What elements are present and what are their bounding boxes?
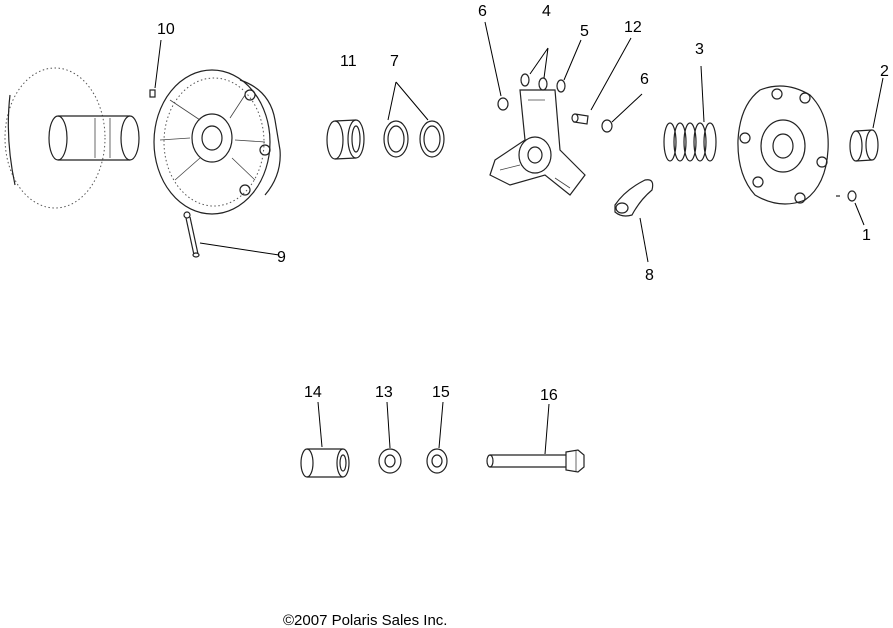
callout-14: 14 (304, 384, 322, 401)
copyright-notice: ©2007 Polaris Sales Inc. (283, 612, 447, 628)
callout-5: 5 (580, 23, 589, 40)
cover-plate (737, 85, 829, 205)
part-8-weight (614, 179, 654, 217)
callout-3: 3 (695, 41, 704, 58)
callout-4: 4 (542, 3, 551, 20)
callout-11: 11 (340, 53, 357, 70)
callout-9: 9 (277, 249, 286, 266)
part-9-pin (183, 211, 200, 258)
part-12-pin (571, 113, 589, 125)
stationary-sheave (4, 67, 140, 209)
callout-6-left: 6 (478, 3, 487, 20)
part-5-nut (556, 79, 566, 93)
callout-8: 8 (645, 267, 654, 284)
callout-2: 2 (880, 63, 889, 80)
leader-lines (154, 21, 884, 455)
callout-10: 10 (157, 21, 175, 38)
part-16-bolt (486, 449, 585, 473)
part-11-bushing (326, 119, 365, 160)
part-14-spacer (300, 448, 350, 478)
part-4-washers (520, 73, 548, 91)
part-1-screw (836, 190, 857, 202)
part-6-roller-left (497, 97, 509, 111)
spider-hub (489, 89, 586, 196)
callout-7: 7 (390, 53, 399, 70)
part-7-rings (383, 120, 445, 158)
part-6-roller-right (601, 119, 613, 133)
part-3-spring (663, 122, 717, 162)
callout-6-right: 6 (640, 71, 649, 88)
callout-13: 13 (375, 384, 393, 401)
part-2-bushing (849, 129, 879, 162)
part-13-washer (378, 448, 402, 474)
callout-12: 12 (624, 19, 642, 36)
callout-1: 1 (862, 227, 871, 244)
callout-16: 16 (540, 387, 558, 404)
part-10-screw (149, 89, 156, 98)
part-15-washer (426, 448, 448, 474)
moveable-sheave (153, 69, 281, 215)
callout-15: 15 (432, 384, 450, 401)
